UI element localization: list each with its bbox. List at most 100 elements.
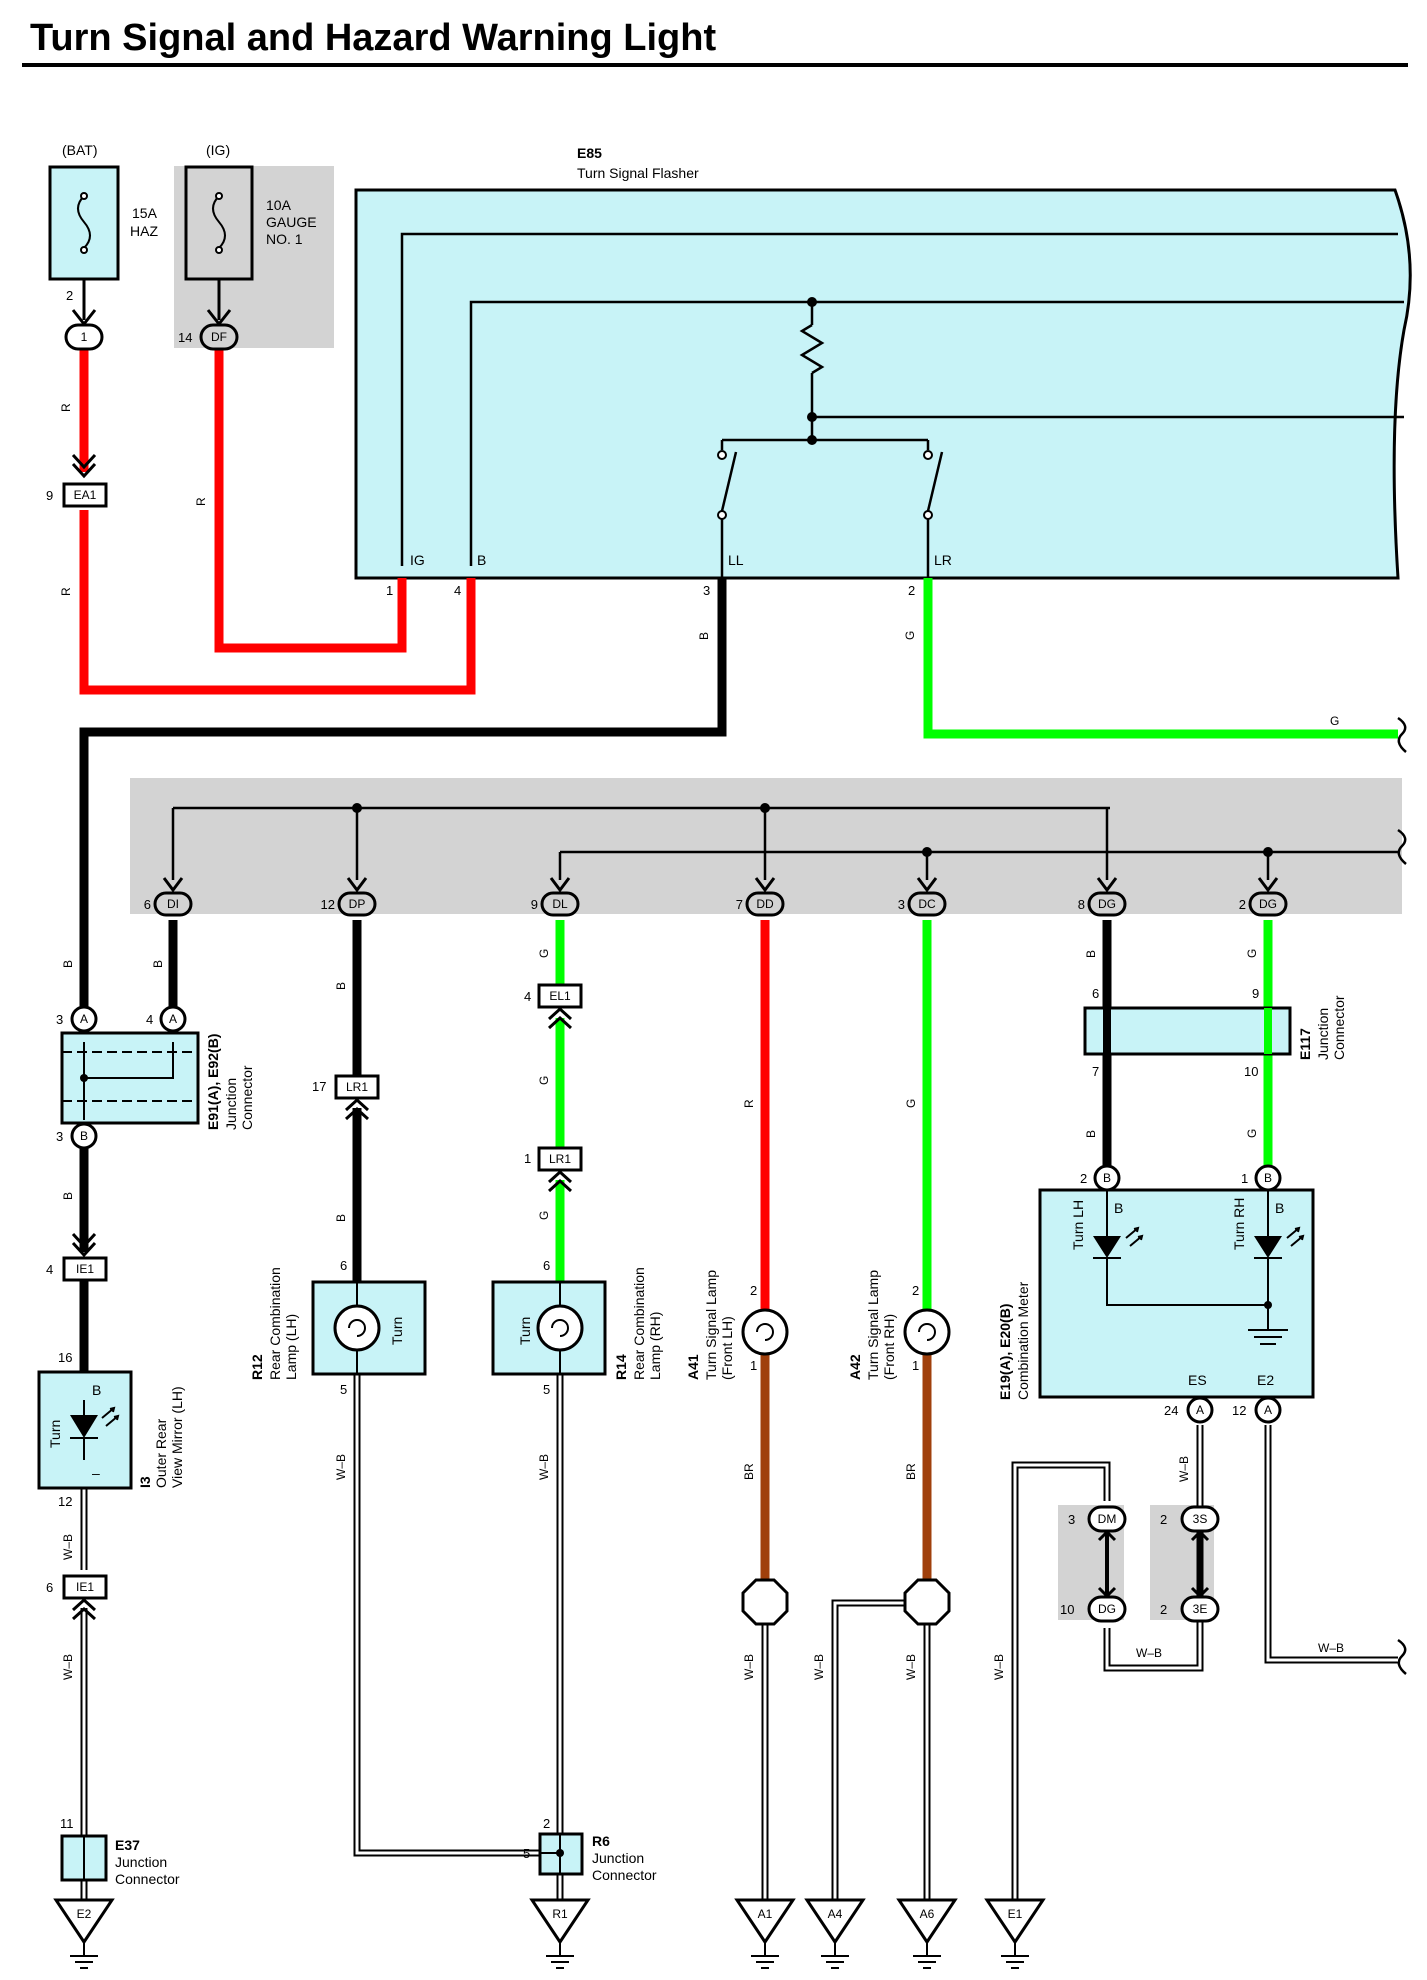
svg-text:(Front LH): (Front LH) bbox=[719, 1316, 735, 1380]
svg-text:ES: ES bbox=[1188, 1372, 1207, 1388]
connector-3s: 3S 2 bbox=[1160, 1505, 1220, 1533]
bar-connector-dd-3: DD7 bbox=[736, 877, 785, 917]
svg-text:W–B: W–B bbox=[742, 1654, 756, 1680]
svg-text:3: 3 bbox=[703, 583, 710, 598]
svg-text:16: 16 bbox=[58, 1350, 72, 1365]
svg-text:IE1: IE1 bbox=[76, 1262, 94, 1276]
wire-labels-lower: B B B B B G G G R G B G B G BR BR W–B W–… bbox=[61, 949, 1344, 1680]
svg-text:4: 4 bbox=[524, 989, 531, 1004]
svg-text:DG: DG bbox=[1098, 1602, 1116, 1616]
svg-text:W–B: W–B bbox=[61, 1654, 75, 1680]
svg-text:E2: E2 bbox=[1257, 1372, 1274, 1388]
svg-text:5: 5 bbox=[543, 1382, 550, 1397]
resistor-icon bbox=[799, 323, 825, 375]
svg-text:B: B bbox=[151, 960, 165, 968]
continuation-break-icon bbox=[1397, 1638, 1407, 1675]
svg-text:LR: LR bbox=[934, 552, 952, 568]
svg-text:2: 2 bbox=[908, 583, 915, 598]
svg-text:E117: E117 bbox=[1297, 1028, 1313, 1060]
wire-a42-a4 bbox=[833, 1601, 905, 1900]
junction-connector-r6: 2 5 R6 Junction Connector bbox=[523, 1816, 657, 1883]
svg-text:9: 9 bbox=[46, 488, 53, 503]
fuse-haz: (BAT) 15A HAZ 2 bbox=[48, 142, 158, 303]
rear-combination-lamp-lh: 6 Turn 5 R12 Rear Combination Lamp (LH) bbox=[249, 1258, 427, 1397]
switch-ll-icon bbox=[717, 450, 727, 460]
ground-a6: A6 bbox=[896, 1898, 958, 1969]
svg-text:B: B bbox=[92, 1382, 101, 1398]
svg-text:A6: A6 bbox=[920, 1907, 935, 1921]
svg-text:2: 2 bbox=[1160, 1602, 1167, 1617]
svg-text:4: 4 bbox=[454, 583, 461, 598]
svg-text:(BAT): (BAT) bbox=[62, 142, 98, 158]
svg-text:2: 2 bbox=[543, 1816, 550, 1831]
svg-text:R: R bbox=[59, 587, 73, 596]
junction-connector-e117: 6 9 7 10 E117 Junction Connector bbox=[1083, 986, 1347, 1079]
svg-text:G: G bbox=[537, 949, 551, 958]
svg-text:10A: 10A bbox=[266, 197, 292, 213]
svg-text:GAUGE: GAUGE bbox=[266, 214, 317, 230]
svg-text:I3: I3 bbox=[137, 1476, 153, 1488]
svg-text:Junction: Junction bbox=[223, 1078, 239, 1130]
svg-text:A1: A1 bbox=[758, 1907, 773, 1921]
svg-text:B: B bbox=[1103, 1171, 1111, 1185]
svg-text:6: 6 bbox=[543, 1258, 550, 1273]
fuse-haz-element-icon bbox=[77, 195, 91, 249]
svg-text:W–B: W–B bbox=[537, 1454, 551, 1480]
svg-text:B: B bbox=[334, 1214, 348, 1222]
bulb-icon bbox=[536, 1304, 584, 1352]
svg-text:W–B: W–B bbox=[992, 1654, 1006, 1680]
splice-octagon-icon bbox=[741, 1578, 789, 1626]
wire-outline bbox=[353, 1375, 543, 1857]
svg-text:Lamp (LH): Lamp (LH) bbox=[283, 1314, 299, 1380]
svg-text:B: B bbox=[477, 552, 486, 568]
ground-r1: R1 bbox=[529, 1898, 591, 1969]
svg-text:G: G bbox=[537, 1211, 551, 1220]
svg-text:A: A bbox=[1196, 1403, 1204, 1417]
svg-text:LR1: LR1 bbox=[549, 1152, 571, 1166]
svg-text:12: 12 bbox=[321, 897, 335, 912]
svg-text:B: B bbox=[1084, 1130, 1098, 1138]
svg-text:R14: R14 bbox=[613, 1354, 629, 1380]
connector-ie1-bottom: IE1 6 bbox=[46, 1574, 108, 1621]
svg-text:A42: A42 bbox=[847, 1354, 863, 1380]
svg-text:5: 5 bbox=[523, 1846, 530, 1861]
svg-text:6: 6 bbox=[340, 1258, 347, 1273]
svg-text:6: 6 bbox=[1092, 986, 1099, 1001]
svg-text:3E: 3E bbox=[1193, 1602, 1208, 1616]
svg-text:Connector: Connector bbox=[115, 1871, 180, 1887]
svg-text:Connector: Connector bbox=[1331, 995, 1347, 1060]
connector-3e: 3E 2 bbox=[1160, 1595, 1220, 1623]
svg-text:5: 5 bbox=[340, 1382, 347, 1397]
bar-connector-dg-6: DG2 bbox=[1239, 877, 1288, 917]
svg-text:E1: E1 bbox=[1008, 1907, 1023, 1921]
svg-text:G: G bbox=[1245, 1129, 1259, 1138]
svg-text:24: 24 bbox=[1164, 1403, 1178, 1418]
meter-pin-2-b: B 2 bbox=[1080, 1164, 1121, 1192]
svg-text:G: G bbox=[1245, 949, 1259, 958]
svg-text:R1: R1 bbox=[552, 1907, 568, 1921]
svg-text:B: B bbox=[1264, 1171, 1272, 1185]
svg-text:14: 14 bbox=[178, 330, 192, 345]
svg-text:7: 7 bbox=[1092, 1064, 1099, 1079]
svg-text:1: 1 bbox=[386, 583, 393, 598]
turn-signal-lamp-front-rh: 2 1 A42 Turn Signal Lamp (Front RH) bbox=[847, 1270, 951, 1380]
svg-text:R: R bbox=[194, 497, 208, 506]
svg-text:IE1: IE1 bbox=[76, 1580, 94, 1594]
svg-text:Turn Signal Lamp: Turn Signal Lamp bbox=[703, 1270, 719, 1380]
svg-text:Junction: Junction bbox=[1315, 1008, 1331, 1060]
svg-text:G: G bbox=[1330, 714, 1339, 728]
turn-signal-lamp-front-lh: 2 1 A41 Turn Signal Lamp (Front LH) bbox=[685, 1270, 789, 1380]
svg-text:–: – bbox=[92, 1465, 100, 1481]
svg-text:B: B bbox=[697, 632, 711, 640]
connector-dg-inline: DG 10 bbox=[1060, 1595, 1127, 1623]
wire-outline bbox=[1264, 1425, 1398, 1664]
svg-text:B: B bbox=[1114, 1200, 1123, 1216]
bar-connector-dl-2: DL9 bbox=[531, 877, 580, 917]
connector-el1: 4 EL1 bbox=[524, 983, 583, 1030]
svg-text:(IG): (IG) bbox=[206, 142, 230, 158]
svg-text:1: 1 bbox=[1241, 1171, 1248, 1186]
svg-text:B: B bbox=[334, 982, 348, 990]
svg-text:Lamp (RH): Lamp (RH) bbox=[647, 1312, 663, 1380]
meter-pin-1-b: B 1 bbox=[1241, 1164, 1282, 1192]
svg-text:6: 6 bbox=[144, 897, 151, 912]
